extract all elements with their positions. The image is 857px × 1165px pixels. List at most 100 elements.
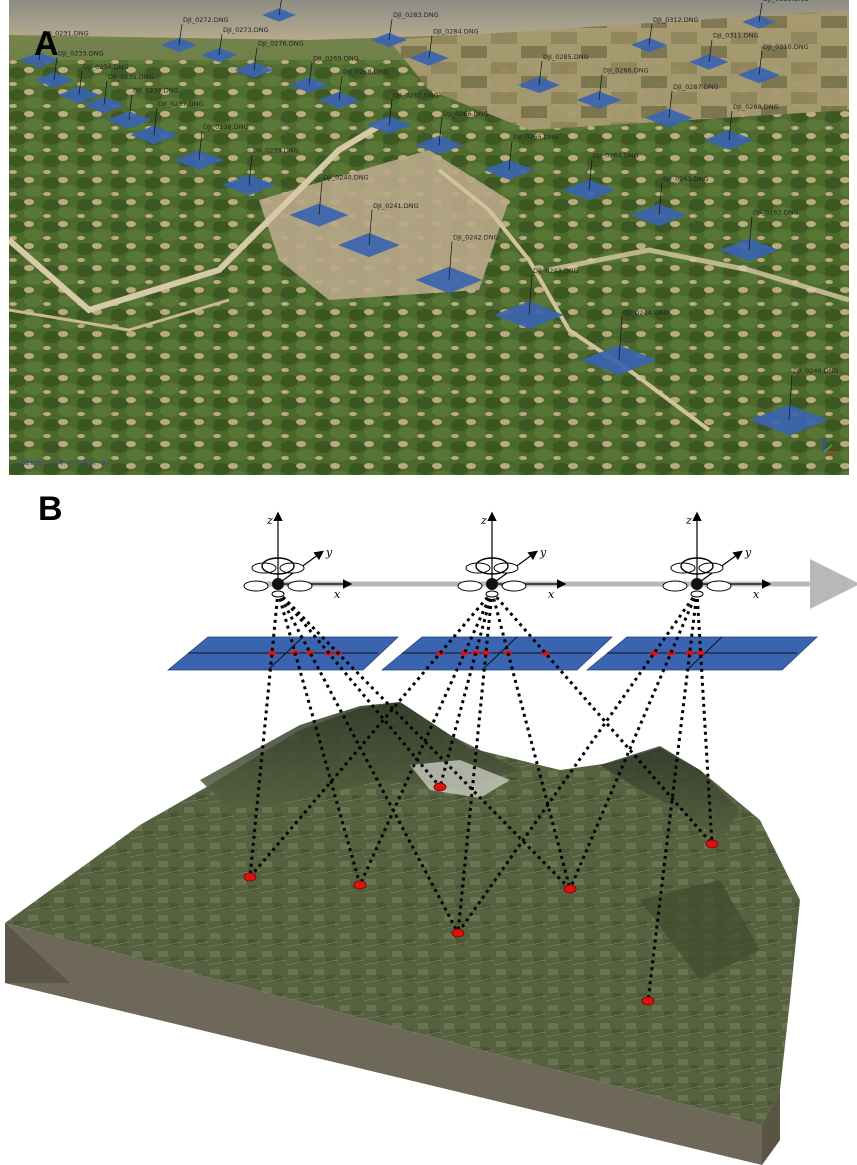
camera-gimbal bbox=[271, 590, 285, 598]
projection-ray bbox=[438, 591, 494, 788]
camera-label: DJI_0284.DNG bbox=[433, 28, 479, 36]
path bbox=[9, 298, 230, 332]
ground-point bbox=[243, 872, 257, 882]
camera-leader-line bbox=[438, 117, 443, 146]
aerial-scene: DJI_0231.DNGDJI_0233.DNGDJI_0234.DNGDJI_… bbox=[9, 0, 849, 475]
projection-ray bbox=[276, 591, 442, 788]
camera-leader-line bbox=[668, 90, 673, 119]
terrain-right-face bbox=[762, 1090, 780, 1165]
camera-leader-line bbox=[658, 182, 663, 216]
rotor bbox=[287, 580, 313, 592]
camera-leader-line bbox=[728, 111, 733, 141]
camera-label: DJI_0267.DNG bbox=[393, 91, 439, 99]
image-point bbox=[481, 650, 490, 656]
ground-point bbox=[451, 928, 465, 938]
camera-leader-line bbox=[178, 24, 183, 46]
camera-leader-line bbox=[38, 37, 43, 61]
camera-leader-line bbox=[248, 154, 253, 186]
projection-ray bbox=[276, 591, 460, 934]
camera-leader-line bbox=[788, 375, 793, 421]
x-axis-label: x bbox=[334, 588, 341, 601]
y-axis-label: y bbox=[744, 546, 752, 559]
camera-leader-line bbox=[538, 60, 543, 86]
rotor bbox=[698, 562, 724, 574]
camera-leader-line bbox=[618, 316, 623, 361]
drone: zxy bbox=[243, 511, 353, 601]
camera-leader-line bbox=[318, 181, 323, 216]
camera-label: DJI_0263.DNG bbox=[663, 175, 709, 183]
camera-leader-line bbox=[508, 141, 513, 171]
projection-ray bbox=[490, 591, 572, 890]
rotor bbox=[706, 580, 732, 592]
rotor bbox=[457, 580, 483, 592]
hill-right bbox=[640, 880, 760, 980]
image-point bbox=[696, 650, 705, 656]
panel-b-letter: B bbox=[38, 490, 63, 528]
camera-label: DJI_0243.DNG bbox=[533, 267, 579, 275]
camera-leader-line bbox=[198, 131, 203, 161]
camera-label: DJI_0249.DNG bbox=[793, 367, 839, 375]
x-axis-label: x bbox=[753, 588, 760, 601]
drone-body bbox=[272, 578, 284, 590]
rotor bbox=[279, 562, 305, 574]
rotor bbox=[662, 580, 688, 592]
camera-leader-line bbox=[598, 74, 603, 101]
camera-label: DJI_0244.DNG bbox=[623, 309, 669, 317]
drone: z x y bbox=[662, 511, 772, 601]
camera-label: DJI_0272.DNG bbox=[183, 16, 229, 24]
projection-ray bbox=[646, 591, 699, 1002]
camera-label: DJI_0273.DNG bbox=[223, 26, 269, 34]
camera-planes: DJI_0231.DNGDJI_0233.DNGDJI_0234.DNGDJI_… bbox=[19, 0, 839, 436]
camera-leader-line bbox=[338, 75, 343, 101]
camera-label: DJI_0286.DNG bbox=[603, 66, 649, 74]
projection-ray bbox=[456, 591, 494, 934]
rotor bbox=[261, 557, 295, 575]
camera-leader-line bbox=[253, 47, 258, 71]
rotor bbox=[243, 580, 269, 592]
camera-leader-line bbox=[308, 62, 313, 86]
camera-label: DJI_0242.DNG bbox=[453, 234, 499, 242]
terrain-surface bbox=[5, 702, 800, 1125]
z-axis-label: z bbox=[685, 514, 692, 527]
camera-label: DJI_0283.DNG bbox=[393, 11, 439, 19]
ground-point bbox=[563, 884, 577, 894]
rotor bbox=[680, 557, 714, 575]
camera-leader-line bbox=[758, 50, 763, 76]
camera-label: DJI_0239.DNG bbox=[253, 147, 299, 155]
projection-rays bbox=[248, 590, 714, 1002]
cultivated-fields bbox=[389, 10, 849, 130]
camera-label: DJI_0312.DNG bbox=[653, 16, 699, 24]
camera-label: DJI_0266.DNG bbox=[443, 110, 489, 118]
z-axis-label: z bbox=[480, 514, 487, 527]
camera-label: DJI_0237.DNG bbox=[158, 100, 204, 108]
camera-label: DJI_0269.DNG bbox=[313, 55, 359, 63]
mountain-peak-right bbox=[600, 746, 740, 840]
panel-a-letter: A bbox=[34, 25, 59, 63]
rotor bbox=[475, 557, 509, 575]
camera-leader-line bbox=[78, 70, 83, 96]
ground-point bbox=[641, 996, 655, 1006]
plane-axis-line bbox=[481, 636, 518, 671]
camera-leader-line bbox=[748, 216, 753, 251]
camera-leader-line bbox=[388, 99, 393, 126]
projection-ray bbox=[248, 591, 280, 878]
y-axis-label: y bbox=[539, 546, 547, 559]
projection-ray bbox=[358, 591, 494, 886]
camera-label: DJI_0285.DNG bbox=[543, 53, 589, 61]
camera-leader-line bbox=[53, 57, 58, 81]
projection-ray bbox=[695, 591, 714, 845]
drone-body bbox=[691, 578, 703, 590]
camera-plane bbox=[19, 52, 59, 68]
camera-leader-line bbox=[708, 39, 713, 63]
orientation-gizmo bbox=[823, 438, 837, 453]
camera-label: DJI_0262.DNG bbox=[753, 208, 799, 216]
camera-label: DJI_0265.DNG bbox=[513, 133, 559, 141]
rotor bbox=[501, 580, 527, 592]
image-point bbox=[685, 650, 694, 656]
camera-leader-line bbox=[128, 94, 133, 121]
camera-label: DJI_0310.DNG bbox=[763, 43, 809, 51]
drone: zxy bbox=[457, 511, 567, 601]
camera-label: DJI_0276.DNG bbox=[258, 40, 304, 48]
